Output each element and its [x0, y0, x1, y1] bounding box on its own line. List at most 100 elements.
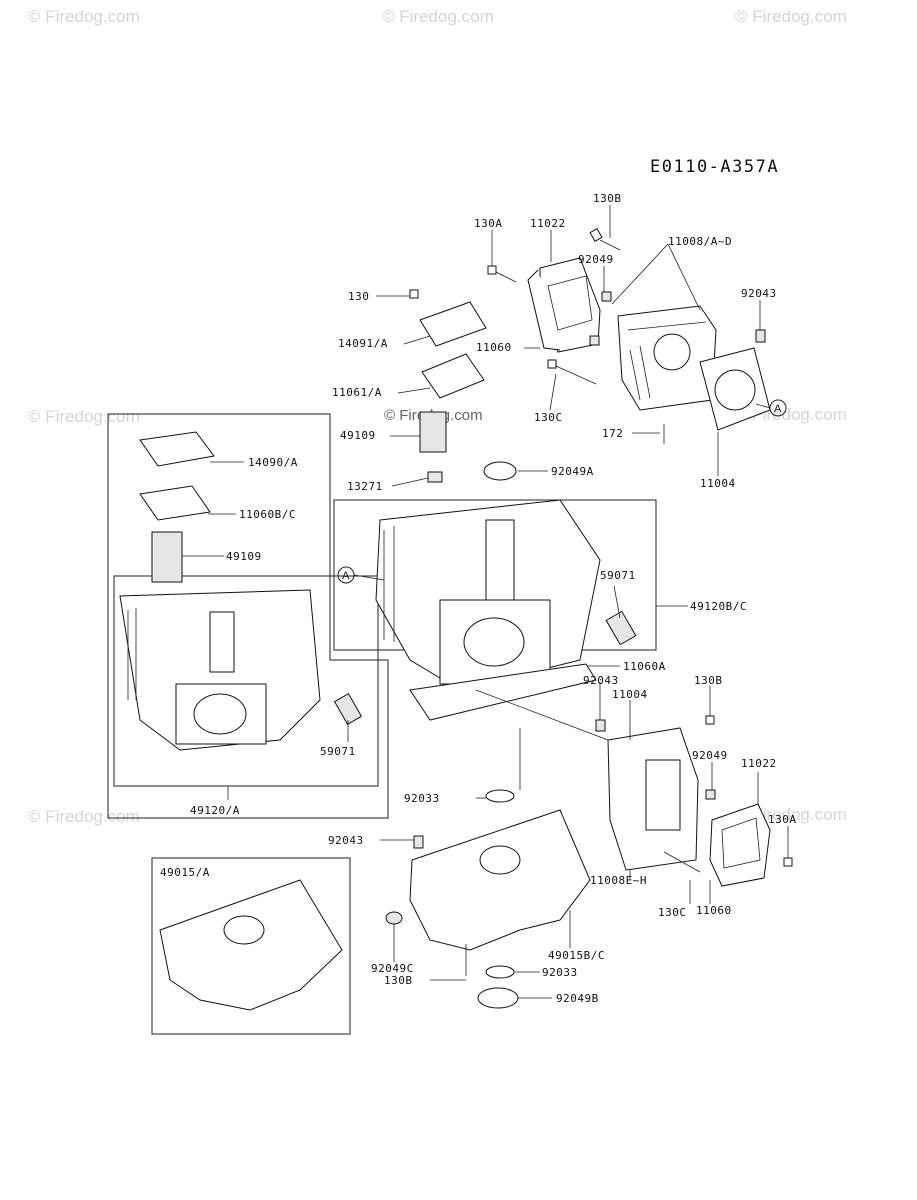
cylinder-head-11008-top [617, 305, 717, 411]
gasket-11061a [421, 353, 485, 399]
frame-crankcase-left [113, 575, 379, 787]
filter-49109-top [419, 411, 447, 453]
label-11022-top: 11022 [530, 217, 566, 230]
gasket-11060-top [527, 269, 561, 351]
bolt-130a-right [783, 857, 793, 867]
watermark-top-center: © Firedog.com [382, 7, 494, 26]
label-11060a: 11060A [623, 660, 666, 673]
bolt-130c-low [663, 851, 701, 873]
valve-cover-11022-right [709, 803, 771, 887]
label-49109-left: 49109 [226, 550, 262, 563]
label-11004-top: 11004 [700, 477, 736, 490]
part-labels: 130B 130A 11022 92049 11008/A~D 92043 13… [160, 192, 797, 1005]
label-49015a: 49015/A [160, 866, 210, 879]
crankcase-49120a [119, 589, 321, 751]
frame-cylinder-left [107, 413, 389, 819]
oil-seal-92049c [385, 911, 403, 925]
filter-49109-left [151, 531, 183, 583]
nut-92049-right [705, 789, 716, 800]
lower-head-assembly [595, 715, 793, 887]
oil-seal-92049a [483, 461, 517, 481]
label-49120a: 49120/A [190, 804, 240, 817]
label-49015bc: 49015B/C [548, 949, 605, 962]
watermark-low-left: © Firedog.com [28, 807, 140, 826]
bolt-130 [409, 289, 419, 299]
bolt-130c-top [547, 359, 597, 385]
frame-oil-pan-left [151, 857, 351, 1035]
breather-59071-right [605, 610, 637, 646]
label-92033-low: 92033 [542, 966, 578, 979]
label-92043-mid: 92043 [583, 674, 619, 687]
watermark-top-left: © Firedog.com [28, 7, 140, 26]
frame-crankcase-right [333, 499, 657, 651]
label-130b-top: 130B [593, 192, 622, 205]
dowel-92043-mid [595, 719, 606, 732]
label-59071-left: 59071 [320, 745, 356, 758]
oil-seal-92049b [477, 987, 519, 1009]
label-13271: 13271 [347, 480, 383, 493]
label-130a-top: 130A [474, 217, 503, 230]
label-130a-right: 130A [768, 813, 797, 826]
label-130b-mid: 130B [694, 674, 723, 687]
label-92043-top: 92043 [741, 287, 777, 300]
oil-pan-49015bc [409, 809, 591, 951]
label-130: 130 [348, 290, 369, 303]
plate-14090a [139, 431, 215, 467]
oil-pan-49015a [159, 879, 343, 1011]
group-frames [107, 413, 657, 1035]
o-ring-92033-low [485, 965, 515, 979]
label-92043-low: 92043 [328, 834, 364, 847]
leader-lines [182, 205, 789, 999]
callout-a-right-text: A [774, 403, 782, 415]
label-130c-top: 130C [534, 411, 563, 424]
nut-92049-top-2 [589, 335, 600, 346]
top-head-assembly [409, 227, 771, 483]
label-92049c: 92049C [371, 962, 414, 975]
cylinder-head-11008eh [607, 727, 699, 871]
bolt-130b-top [589, 227, 621, 251]
label-92049a: 92049A [551, 465, 594, 478]
label-14090a: 14090/A [248, 456, 298, 469]
label-130c-low: 130C [658, 906, 687, 919]
label-49109-top: 49109 [340, 429, 376, 442]
label-92049b: 92049B [556, 992, 599, 1005]
right-crankcase-group [375, 499, 637, 721]
head-gasket-11004-top [699, 347, 771, 431]
watermark-top-right: © Firedog.com [735, 7, 847, 26]
nut-92049-top [601, 291, 612, 302]
left-crankcase-group [119, 431, 363, 751]
bolt-130a-top [487, 265, 517, 283]
label-92049-top: 92049 [578, 253, 614, 266]
gasket-11060a [409, 663, 597, 721]
watermark-mid-left: © Firedog.com [28, 407, 140, 426]
crankcase-49120bc [375, 499, 601, 691]
label-49120bc: 49120B/C [690, 600, 747, 613]
label-11061a: 11061/A [332, 386, 382, 399]
gasket-11060bc [139, 485, 211, 521]
label-59071-right: 59071 [600, 569, 636, 582]
bolt-130b-mid [705, 715, 715, 725]
label-14091a: 14091/A [338, 337, 388, 350]
dowel-92043-top [755, 329, 766, 343]
callout-marks: A A [337, 399, 787, 584]
label-11022-right: 11022 [741, 757, 777, 770]
label-11060-top: 11060 [476, 341, 512, 354]
callout-a-left-text: A [342, 570, 350, 582]
label-11004-mid: 11004 [612, 688, 648, 701]
plate-14091a [419, 301, 487, 347]
label-172: 172 [602, 427, 623, 440]
label-92049-right: 92049 [692, 749, 728, 762]
breather-59071-left [333, 693, 363, 725]
oil-pan-group [159, 789, 591, 1011]
label-130b-low: 130B [384, 974, 413, 987]
label-92033-top: 92033 [404, 792, 440, 805]
part-13271 [427, 471, 443, 483]
label-11008-ad: 11008/A~D [668, 235, 732, 248]
label-11008eh: 11008E~H [590, 874, 647, 887]
o-ring-92033-top [485, 789, 515, 803]
label-11060-low: 11060 [696, 904, 732, 917]
dowel-92043-low [413, 835, 424, 849]
label-11060bc: 11060B/C [239, 508, 296, 521]
reference-code: E0110-A357A [650, 157, 779, 177]
